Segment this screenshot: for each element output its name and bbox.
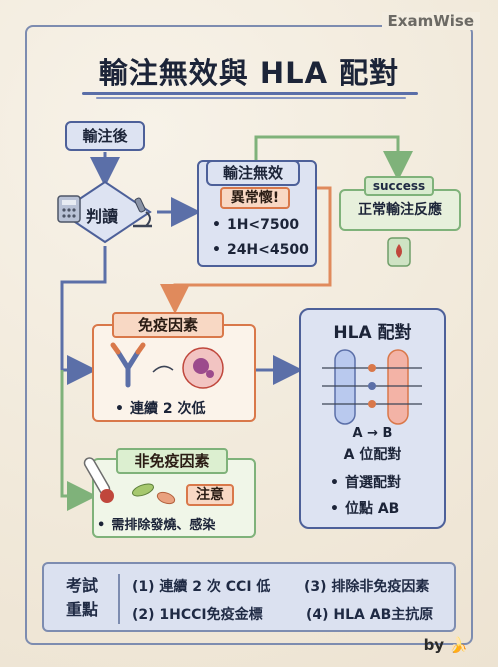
transfusion-after-box: 輸注後 xyxy=(65,121,145,151)
exam-point: (1) 連續 2 次 CCI 低 xyxy=(132,579,271,595)
hla-arrow-label: A → B xyxy=(352,426,393,441)
exam-point: (2) 1HCCI免疫金標 xyxy=(132,607,263,623)
success-tag: success xyxy=(364,176,434,196)
exam-point: (4) HLA AB主抗原 xyxy=(306,607,434,623)
banana-icon: 🍌 xyxy=(449,636,468,654)
footer-by: by 🍌 xyxy=(424,636,468,654)
hla-subtitle: A 位配對 xyxy=(343,447,402,463)
title-underline xyxy=(82,92,418,95)
ineffective-item: 1H<7500 xyxy=(212,217,299,233)
hla-item: 位點 AB xyxy=(330,498,399,518)
hla-item: 首選配對 xyxy=(330,472,401,492)
caution-tag: 注意 xyxy=(186,484,234,506)
brand-logo: ExamWise xyxy=(381,12,480,30)
judge-label: 判讀 xyxy=(86,207,119,226)
outer-frame xyxy=(25,25,473,645)
arrow-to-immune xyxy=(160,186,332,314)
nonimmune-item: 需排除發燒、感染 xyxy=(97,514,215,533)
exam-points-box: 考試重點 (1) 連續 2 次 CCI 低 (3) 排除非免疫因素 (2) 1H… xyxy=(42,562,456,632)
footer-by-label: by xyxy=(423,636,445,654)
immune-title: 免疫因素 xyxy=(112,312,224,338)
hla-title: HLA 配對 xyxy=(333,323,412,343)
exam-divider xyxy=(118,574,120,624)
success-box: 正常輸注反應 xyxy=(339,189,461,231)
exam-heading: 考試重點 xyxy=(65,576,98,619)
arrow-to-success xyxy=(254,135,413,181)
exam-point: (3) 排除非免疫因素 xyxy=(304,579,430,595)
immune-item: 連續 2 次低 xyxy=(115,398,206,418)
abnormal-tag: 異常懷! xyxy=(220,187,290,209)
title-underline-2 xyxy=(96,97,406,99)
ineffective-item: 24H<4500 xyxy=(212,242,309,258)
ineffective-title: 輸注無效 xyxy=(222,164,283,182)
arrow-to-nonimmune xyxy=(60,370,97,511)
ineffective-title-box: 輸注無效 xyxy=(206,160,300,186)
arrow-judge-to-immune xyxy=(60,246,107,385)
transfusion-after-label: 輸注後 xyxy=(82,127,128,145)
hla-box xyxy=(299,308,446,529)
success-label: 正常輸注反應 xyxy=(358,202,442,218)
nonimmune-title: 非免疫因素 xyxy=(116,448,228,474)
page-title: 輸注無效與 HLA 配對 xyxy=(98,56,400,90)
